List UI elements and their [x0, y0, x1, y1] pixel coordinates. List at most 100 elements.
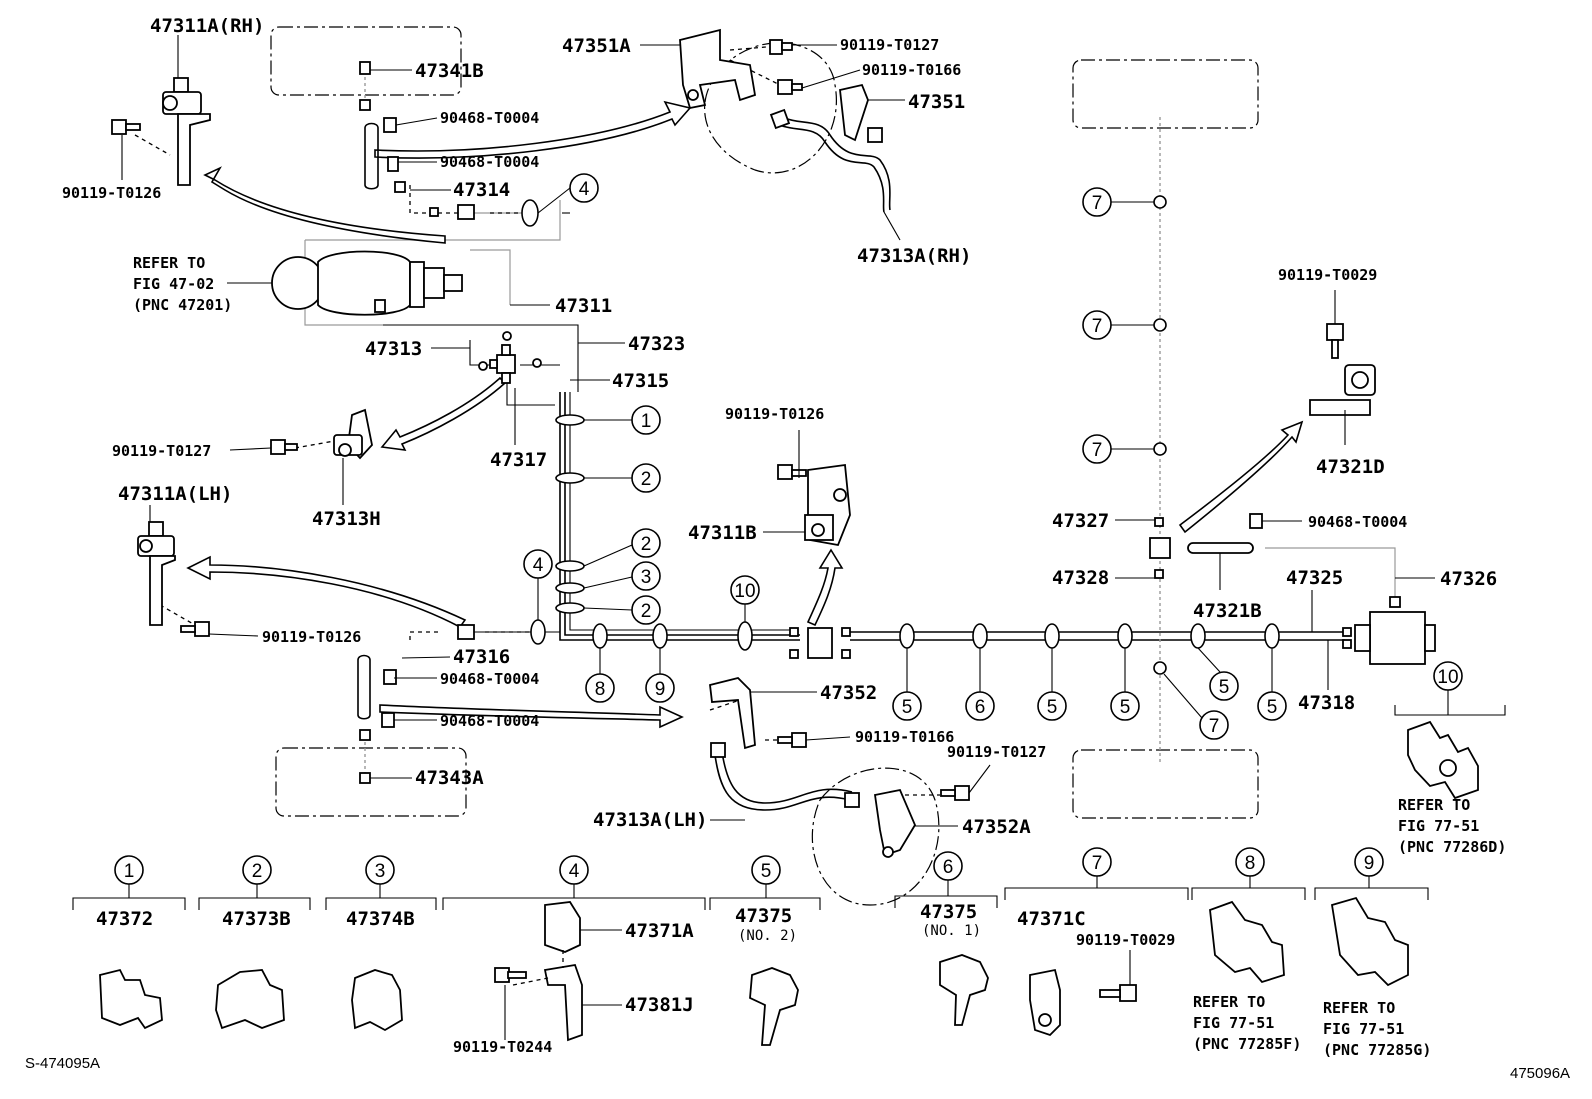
bolt-90119-T0029-icon [1119, 984, 1137, 1002]
legend-group-5: 5 47375 (NO. 2) [709, 855, 821, 1046]
legend-8-refer-2: FIG 77-51 [1193, 1014, 1274, 1032]
main-tube-vertical [559, 392, 800, 641]
circle-6: 6 [975, 697, 986, 718]
label-47326: 47326 [1440, 568, 1497, 590]
arrow-to-47311A-RH [203, 166, 446, 244]
arrow-to-47311B [806, 548, 844, 627]
leader-lines [121, 35, 1506, 827]
label-47311: 47311 [555, 295, 612, 317]
label-47327: 47327 [1052, 510, 1109, 532]
part-47321B-hose [1187, 542, 1254, 554]
label-90119-T0166-a: 90119-T0166 [862, 61, 961, 79]
bolt-90119-T0166-lower [777, 732, 807, 748]
label-47325: 47325 [1286, 567, 1343, 589]
bolt-90119-T0127-lower [940, 785, 970, 801]
legend-9-refer-2: FIG 77-51 [1323, 1020, 1404, 1038]
legend-5-num: 5 [761, 861, 772, 882]
clip-77285F-icon [1209, 900, 1285, 984]
label-90468-T0004-d: 90468-T0004 [440, 712, 539, 730]
ref-box-top-left [270, 26, 462, 96]
label-47315: 47315 [612, 370, 669, 392]
circle-4-top: 4 [579, 179, 590, 200]
tube-47317 [506, 380, 555, 406]
numbered-circles: 4 1 2 2 3 2 4 10 8 9 5 6 5 5 5 5 7 7 7 7… [523, 173, 1463, 740]
bolt-90119-T0126-center [777, 464, 807, 480]
clip-90468-T0004-right [1249, 513, 1263, 529]
circle-9: 9 [655, 679, 666, 700]
circle-10-right: 10 [1437, 667, 1458, 688]
legend-group-4: 4 47371A 47381J 90119-T0244 [442, 855, 706, 1056]
part-47351-clip [839, 83, 869, 142]
tube-47323 [383, 324, 579, 392]
label-pnc-47201: (PNC 47201) [133, 296, 232, 314]
clip-47374B-icon [351, 969, 403, 1032]
legend-4-num: 4 [569, 861, 580, 882]
bolt-90119-T0127-top [769, 39, 793, 55]
circle-2-a: 2 [641, 469, 652, 490]
label-47318: 47318 [1298, 692, 1355, 714]
clip-assembly-10 [1407, 720, 1479, 800]
bolt-90119-T0244-icon [494, 967, 510, 983]
label-47351A: 47351A [562, 35, 631, 57]
tube-47314-hose [364, 117, 475, 220]
legend-2-part: 47373B [222, 908, 291, 930]
hose-47313A-LH [710, 742, 860, 811]
clip-47371C-icon [1029, 968, 1061, 1037]
circle-7-d: 7 [1209, 716, 1220, 737]
label-47314: 47314 [453, 179, 510, 201]
label-47341B: 47341B [415, 60, 484, 82]
bolt-90119-T0127-left [270, 439, 298, 455]
label-refer-to-10: REFER TO [1398, 796, 1470, 814]
legend-4-bolt: 90119-T0244 [453, 1038, 552, 1056]
footer-right-code: 475096A [1510, 1065, 1570, 1082]
legend-group-7: 7 47371C 90119-T0029 [1004, 847, 1189, 1037]
legend-1-part: 47372 [96, 908, 153, 930]
label-refer-to-a: REFER TO [133, 254, 205, 272]
label-47323: 47323 [628, 333, 685, 355]
label-90468-T0004-e: 90468-T0004 [1308, 513, 1407, 531]
part-47311A-LH [137, 521, 176, 626]
legend-group-8: 8 REFER TO FIG 77-51 (PNC 77285F) [1191, 847, 1306, 1053]
circle-5-e: 5 [1267, 697, 1278, 718]
legend-9-refer-3: (PNC 77285G) [1323, 1041, 1431, 1059]
circle-2-c: 2 [641, 601, 652, 622]
legend-1-num: 1 [124, 861, 135, 882]
circle-10: 10 [734, 581, 755, 602]
arrow-to-47321D [1178, 420, 1304, 534]
label-47313: 47313 [365, 338, 422, 360]
legend-5-part: 47375 [735, 905, 792, 927]
ref-box-top-right [1072, 59, 1259, 129]
label-47321B: 47321B [1193, 600, 1262, 622]
legend-7-part: 47371C [1017, 908, 1086, 930]
clip-47375-no1-icon [939, 954, 989, 1026]
legend-8-refer-3: (PNC 77285F) [1193, 1035, 1301, 1053]
legend-2-num: 2 [252, 861, 263, 882]
arrow-to-47313H [380, 376, 507, 451]
legend-8-refer-1: REFER TO [1193, 993, 1265, 1011]
legend-4-part-b: 47381J [625, 994, 694, 1016]
label-90119-T0126-c: 90119-T0126 [725, 405, 824, 423]
circle-5-a: 5 [902, 697, 913, 718]
guide-47316-dash [409, 631, 530, 640]
part-47311A-RH [162, 77, 211, 186]
legend-group-3: 3 47374B [325, 855, 437, 1032]
label-90119-T0127-c: 90119-T0127 [947, 743, 1046, 761]
part-47352A-bracket [873, 788, 917, 858]
guide-bolt-lh [159, 604, 196, 626]
connector-block-center [789, 627, 851, 659]
legend-3-num: 3 [375, 861, 386, 882]
legend-group-1: 1 47372 [72, 855, 186, 1030]
master-cylinder [271, 250, 463, 316]
label-90119-T0127-b: 90119-T0127 [840, 36, 939, 54]
label-47311B: 47311B [688, 522, 757, 544]
part-47351A-bracket [679, 28, 757, 110]
legend-group-6: 6 47375 (NO. 1) [894, 851, 998, 1026]
label-90468-T0004-b: 90468-T0004 [440, 153, 539, 171]
label-47352: 47352 [820, 682, 877, 704]
footer-left-code: S-474095A [25, 1055, 100, 1072]
circle-5-c: 5 [1120, 697, 1131, 718]
label-47313A-LH: 47313A(LH) [593, 809, 707, 831]
circle-7-a: 7 [1092, 193, 1103, 214]
legend-6-note: (NO. 1) [922, 923, 981, 939]
legend-9-num: 9 [1364, 853, 1375, 874]
